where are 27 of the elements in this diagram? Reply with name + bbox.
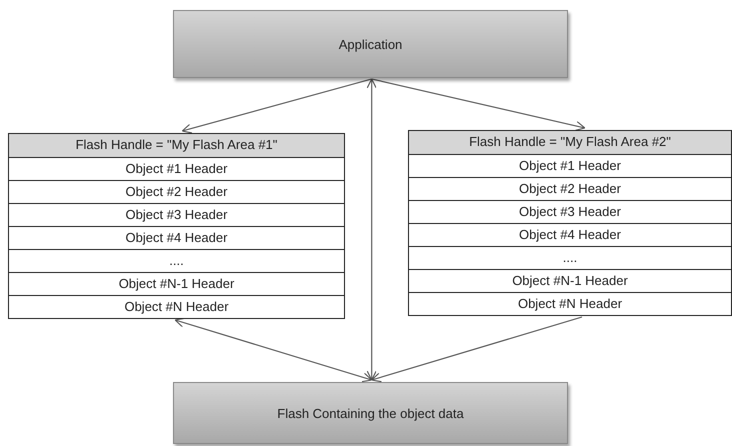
table-cell: Object #N-1 Header bbox=[9, 272, 344, 295]
table-cell: .... bbox=[409, 246, 731, 269]
box-label: Application bbox=[338, 36, 402, 52]
table-cell: Object #3 Header bbox=[409, 200, 731, 223]
table-cell: Object #2 Header bbox=[9, 180, 344, 203]
table-cell: Object #4 Header bbox=[409, 223, 731, 246]
table-cell: Object #2 Header bbox=[409, 177, 731, 200]
arrow bbox=[174, 318, 372, 382]
table-header-cell: Flash Handle = "My Flash Area #1" bbox=[9, 134, 344, 157]
table-cell: Object #4 Header bbox=[9, 226, 344, 249]
process-box bbox=[173, 382, 568, 444]
arrow bbox=[366, 78, 377, 381]
flash-area-table bbox=[8, 133, 345, 319]
table-cell: Object #3 Header bbox=[9, 203, 344, 226]
table-cell: Object #1 Header bbox=[9, 157, 344, 180]
flash-area-table bbox=[408, 130, 732, 316]
process-box bbox=[173, 10, 568, 78]
arrow bbox=[372, 78, 586, 131]
arrow bbox=[371, 316, 582, 382]
box-label: Flash Containing the object data bbox=[277, 406, 464, 420]
table-cell: Object #N Header bbox=[409, 292, 731, 315]
table-cell: Object #N-1 Header bbox=[409, 269, 731, 292]
arrow bbox=[182, 78, 372, 134]
table-cell: Object #1 Header bbox=[409, 154, 731, 177]
table-cell: Object #N Header bbox=[9, 295, 344, 318]
table-cell: .... bbox=[9, 249, 344, 272]
table-header-cell: Flash Handle = "My Flash Area #2" bbox=[409, 131, 731, 154]
